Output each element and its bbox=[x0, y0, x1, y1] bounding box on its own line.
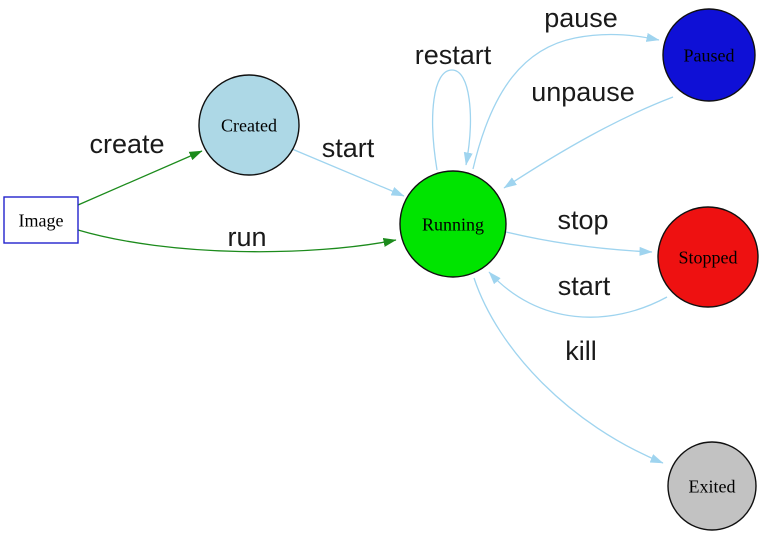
edge-unpause-arrow bbox=[503, 96, 674, 189]
edge-restart-label: restart bbox=[415, 40, 492, 70]
edge-run-label: run bbox=[227, 222, 266, 252]
node-running-shape bbox=[399, 170, 507, 278]
edge-stop-arrow bbox=[505, 231, 653, 256]
node-stopped-label: Stopped bbox=[678, 247, 737, 267]
node-image-label: Image bbox=[19, 210, 64, 230]
edge-create-label: create bbox=[89, 129, 164, 159]
node-created-label: Created bbox=[221, 115, 277, 135]
edge-create-arrow bbox=[77, 150, 203, 206]
node-running-label: Running bbox=[422, 214, 484, 234]
edge-stop-label: stop bbox=[557, 205, 608, 235]
edge-kill-arrow bbox=[473, 277, 664, 464]
node-created-shape bbox=[198, 74, 300, 176]
edge-pause-arrow bbox=[472, 33, 660, 170]
edge-start-created-arrow bbox=[291, 148, 405, 197]
edge-run-arrow bbox=[77, 229, 397, 253]
node-stopped-shape bbox=[657, 206, 759, 308]
edge-kill-label: kill bbox=[565, 336, 597, 366]
edge-pause-label: pause bbox=[544, 3, 618, 33]
edge-start-stopped-label: start bbox=[558, 271, 611, 301]
node-exited-shape bbox=[667, 441, 757, 531]
node-exited-label: Exited bbox=[689, 476, 736, 496]
edge-start-created-label: start bbox=[322, 133, 375, 163]
edge-unpause-label: unpause bbox=[531, 77, 635, 107]
node-paused-label: Paused bbox=[684, 45, 735, 65]
node-image-shape bbox=[3, 196, 79, 244]
edge-start-stopped-arrow bbox=[488, 271, 668, 318]
node-paused-shape bbox=[662, 8, 756, 102]
edge-restart-arrow bbox=[432, 69, 473, 171]
